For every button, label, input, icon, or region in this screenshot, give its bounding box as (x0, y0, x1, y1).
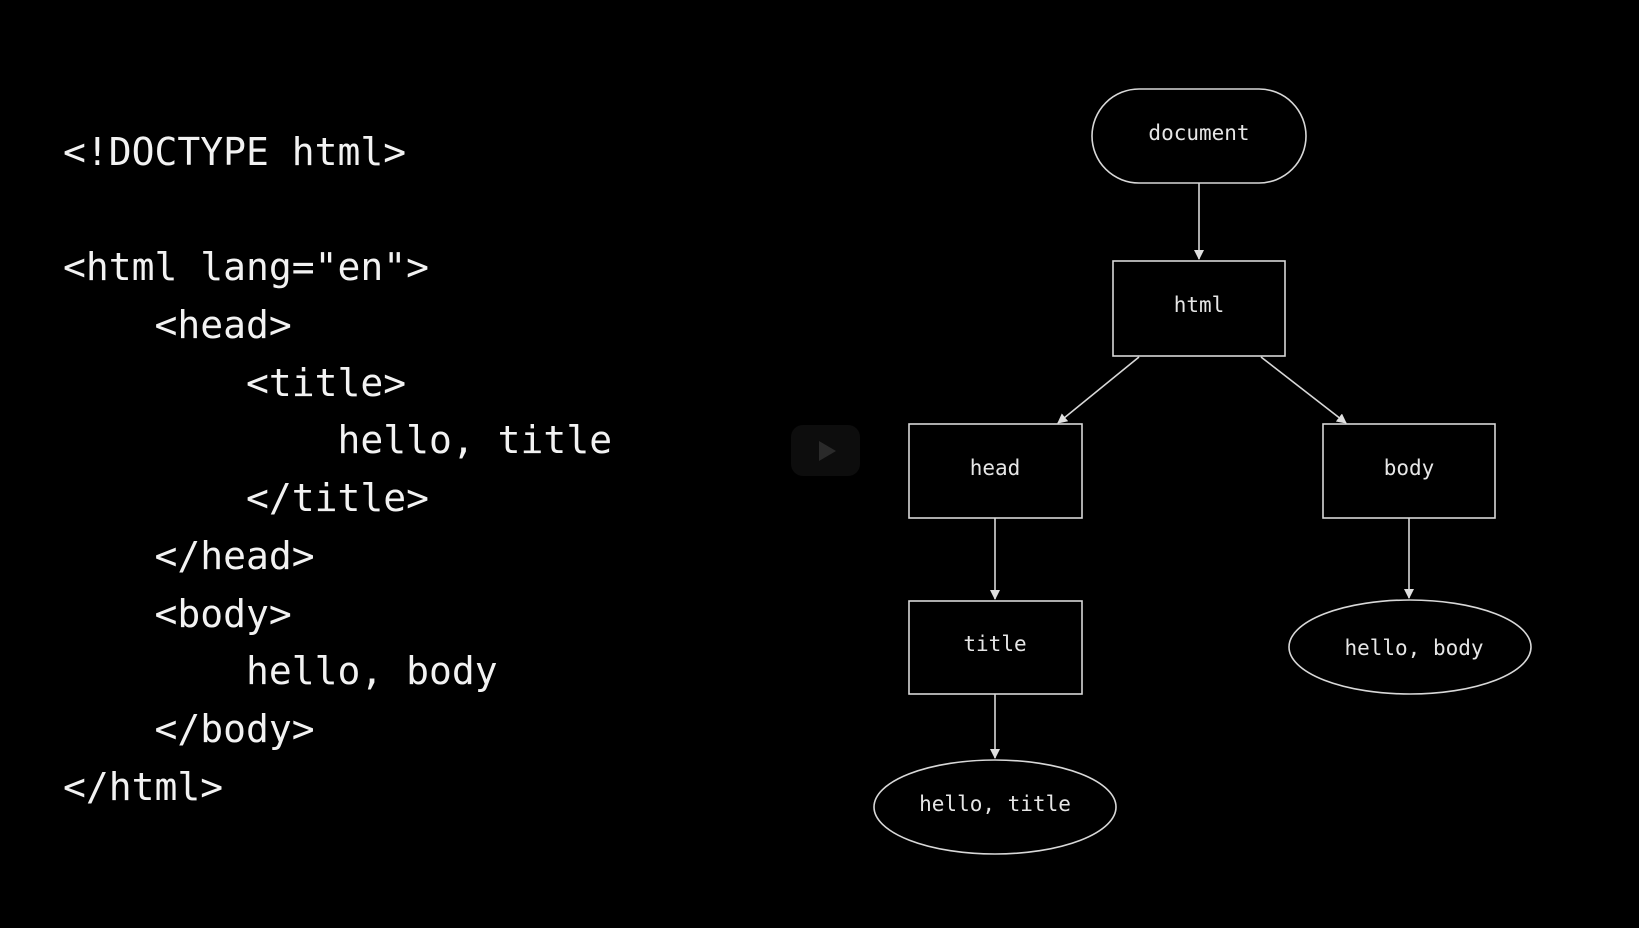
code-line: <!DOCTYPE html> (63, 130, 407, 174)
code-line: <html lang="en"> (63, 245, 430, 290)
code-line: </html> (63, 764, 224, 809)
svg-text:document: document (1148, 121, 1249, 145)
node-title: title (908, 600, 1083, 695)
node-body-text: hello, body (1288, 599, 1532, 695)
code-line: </head> (63, 533, 315, 578)
code-line: </body> (63, 706, 315, 751)
node-body: body (1322, 423, 1496, 519)
code-line: hello, title (63, 418, 613, 463)
svg-text:body: body (1384, 456, 1435, 480)
edge-html-head (1057, 356, 1140, 424)
node-html: html (1112, 260, 1286, 357)
html-source-code: <!DOCTYPE html> <html lang="en"> <head> … (63, 124, 612, 816)
node-title-text: hello, title (873, 759, 1117, 855)
code-line: <body> (63, 591, 292, 636)
edge-html-body (1260, 356, 1347, 424)
play-icon (819, 441, 836, 461)
node-head: head (908, 423, 1083, 519)
node-document: document (1091, 88, 1307, 184)
svg-text:hello, title: hello, title (919, 792, 1071, 816)
code-line: </title> (63, 476, 430, 521)
code-line: <title> (63, 360, 407, 405)
svg-text:title: title (963, 632, 1026, 656)
svg-text:html: html (1174, 293, 1225, 317)
svg-text:hello, body: hello, body (1344, 636, 1483, 660)
code-line: <head> (63, 303, 292, 348)
code-line: hello, body (63, 649, 498, 694)
video-play-button[interactable] (791, 425, 860, 476)
svg-text:head: head (970, 456, 1021, 480)
